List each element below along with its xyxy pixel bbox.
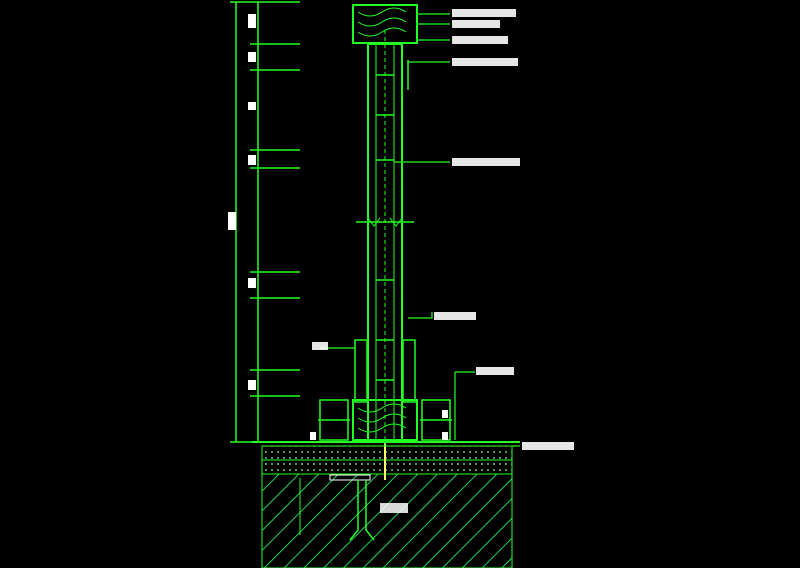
base-block bbox=[352, 399, 418, 441]
label-blocks bbox=[312, 9, 574, 450]
break-symbol bbox=[367, 217, 403, 227]
foundation-hatch bbox=[261, 473, 513, 568]
base-bolts bbox=[318, 399, 452, 441]
base-tags bbox=[310, 410, 448, 440]
dim-text-blocks bbox=[228, 14, 256, 390]
base-grain bbox=[357, 403, 407, 433]
bracket-left bbox=[354, 339, 368, 403]
dim-ticks bbox=[230, 1, 300, 443]
foundation-tag bbox=[380, 503, 408, 513]
bracket-right bbox=[402, 339, 416, 403]
post-ticks bbox=[356, 74, 414, 381]
anchor-leg bbox=[349, 480, 375, 541]
anchor-plate bbox=[329, 474, 371, 481]
leader-lines bbox=[320, 13, 520, 447]
top-cap-grain bbox=[357, 7, 407, 37]
